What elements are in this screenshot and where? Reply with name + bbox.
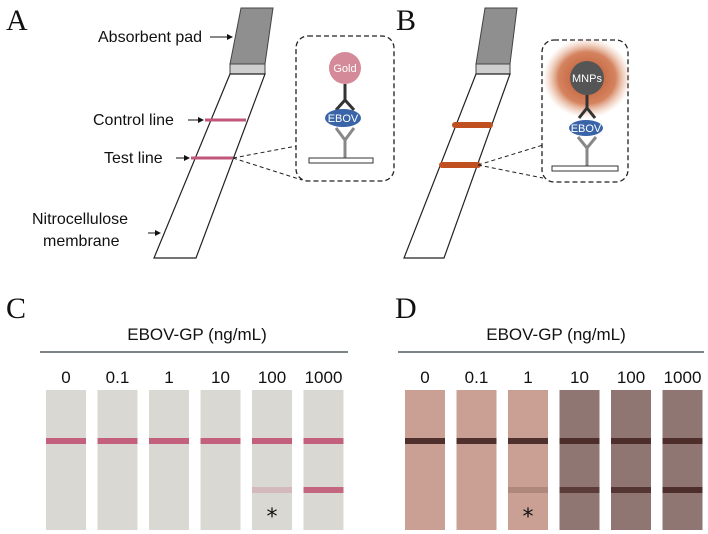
strip-body xyxy=(153,73,266,259)
concentration-label: 1000 xyxy=(664,368,702,387)
concentration-label: 10 xyxy=(570,368,589,387)
control-line-band xyxy=(46,438,86,444)
ebov-label-a: EBOV xyxy=(328,113,359,125)
absorbent-pad-top xyxy=(229,7,274,65)
panel-d-strips: 0 0.1 1 * 10 100 1000 xyxy=(405,368,703,530)
mnp-particle-label: MNPs xyxy=(572,73,602,85)
concentration-label: 0.1 xyxy=(465,368,489,387)
control-line-band xyxy=(559,438,600,444)
membrane-label-line1: Nitrocellulose xyxy=(32,211,128,228)
concentration-label: 0 xyxy=(420,368,429,387)
test-strip xyxy=(662,390,703,530)
test-line-band xyxy=(508,487,548,493)
test-strip xyxy=(200,390,241,530)
control-line-band xyxy=(149,438,189,444)
concentration-label: 1 xyxy=(164,368,173,387)
control-line-band xyxy=(303,438,344,444)
test-strip xyxy=(559,390,600,530)
test-strip xyxy=(405,390,445,530)
panel-c-strips: 0 0.1 1 10 100 * 1000 xyxy=(46,368,344,530)
control-line-band xyxy=(611,438,651,444)
concentration-label: 0.1 xyxy=(106,368,130,387)
control-line-band xyxy=(662,438,703,444)
significance-star: * xyxy=(267,505,278,530)
concentration-label: 100 xyxy=(258,368,286,387)
ebov-label-b: EBOV xyxy=(571,123,602,135)
control-line-label: Control line xyxy=(93,112,174,129)
significance-star: * xyxy=(523,505,534,530)
test-strip xyxy=(149,390,189,530)
test-line-band xyxy=(303,487,344,493)
concentration-label: 10 xyxy=(211,368,230,387)
absorbent-pad-front-b xyxy=(475,63,511,75)
panel-c-letter: C xyxy=(6,292,26,325)
ebov-icon-b xyxy=(569,120,603,136)
test-line-band xyxy=(559,487,600,493)
panel-c-title: EBOV-GP (ng/mL) xyxy=(127,325,267,344)
test-line-band xyxy=(662,487,703,493)
control-line-band xyxy=(405,438,445,444)
strip-b xyxy=(403,7,518,259)
test-line-label: Test line xyxy=(104,150,163,167)
control-line-band xyxy=(97,438,138,444)
strip-a xyxy=(153,7,274,259)
panel-a-letter: A xyxy=(6,4,28,37)
absorbent-pad-front xyxy=(229,63,266,75)
gold-particle-icon xyxy=(329,52,361,84)
gold-particle-label: Gold xyxy=(333,63,356,75)
ebov-icon-a xyxy=(325,109,361,127)
absorbent-pad-top-b xyxy=(475,7,518,65)
test-strip xyxy=(508,390,548,530)
test-strip xyxy=(252,390,292,530)
test-strip xyxy=(46,390,86,530)
test-line-band xyxy=(611,487,651,493)
bubble-a: Gold EBOV xyxy=(232,35,395,182)
concentration-label: 100 xyxy=(617,368,645,387)
control-line-band xyxy=(200,438,241,444)
test-strip xyxy=(303,390,344,530)
concentration-label: 1000 xyxy=(305,368,343,387)
concentration-label: 1 xyxy=(523,368,532,387)
absorbent-pad-label: Absorbent pad xyxy=(98,29,202,46)
membrane-label-line2: membrane xyxy=(43,233,120,250)
test-line-band xyxy=(252,487,292,493)
control-line-band xyxy=(456,438,497,444)
panel-d-letter: D xyxy=(395,292,417,325)
labels-a: Absorbent pad Control line Test line Nit… xyxy=(32,29,233,250)
panel-d-title: EBOV-GP (ng/mL) xyxy=(486,325,626,344)
test-strip xyxy=(611,390,651,530)
control-line-band xyxy=(508,438,548,444)
control-line-band xyxy=(252,438,292,444)
bubble-b: MNPs EBOV xyxy=(477,38,631,183)
mnp-particle-icon xyxy=(570,61,604,95)
test-strip xyxy=(97,390,138,530)
panel-b-letter: B xyxy=(396,4,416,37)
concentration-label: 0 xyxy=(61,368,70,387)
test-strip xyxy=(456,390,497,530)
